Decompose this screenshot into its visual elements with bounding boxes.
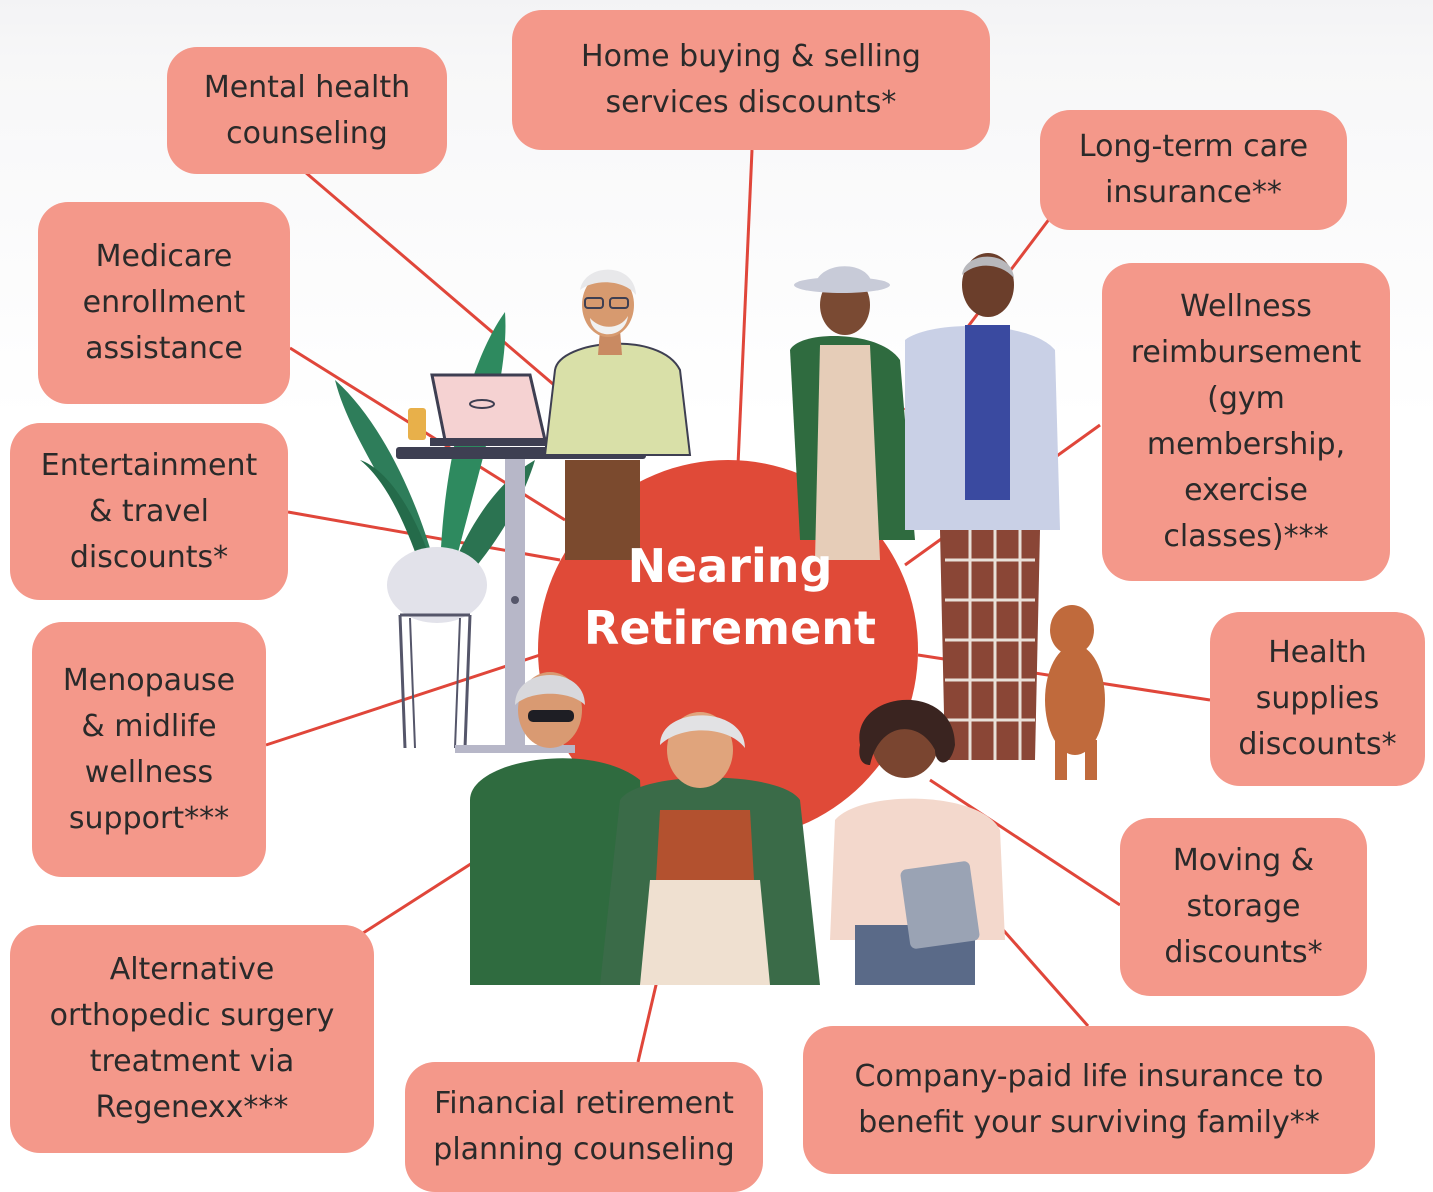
connector-life-insurance — [988, 914, 1090, 1027]
benefit-wellness: Wellness reimbursement (gym membership, … — [1102, 263, 1390, 581]
connector-orthopedic — [359, 856, 481, 937]
benefit-medicare: Medicare enrollment assistance — [38, 202, 290, 404]
benefit-health-supplies: Health supplies discounts* — [1210, 612, 1425, 786]
benefit-financial: Financial retirement planning counseling — [405, 1062, 763, 1192]
benefit-orthopedic: Alternative orthopedic surgery treatment… — [10, 925, 374, 1153]
connector-moving — [929, 778, 1121, 907]
benefit-menopause: Menopause & midlife wellness support*** — [32, 622, 266, 877]
benefit-life-insurance: Company-paid life insurance to benefit y… — [803, 1026, 1375, 1174]
connector-home-buying — [736, 149, 754, 466]
benefit-long-term-care: Long-term care insurance** — [1040, 110, 1347, 230]
women-group-illustration — [470, 672, 1005, 985]
benefit-moving: Moving & storage discounts* — [1120, 818, 1367, 996]
couple-with-dog-illustration — [790, 253, 1105, 780]
benefit-home-buying: Home buying & selling services discounts… — [512, 10, 990, 150]
benefit-entertainment: Entertainment & travel discounts* — [10, 423, 288, 600]
center-title: Nearing Retirement — [583, 539, 877, 655]
man-at-desk-illustration — [543, 269, 692, 560]
benefit-mental-health: Mental health counseling — [167, 47, 447, 174]
connector-mental-health — [304, 170, 561, 392]
